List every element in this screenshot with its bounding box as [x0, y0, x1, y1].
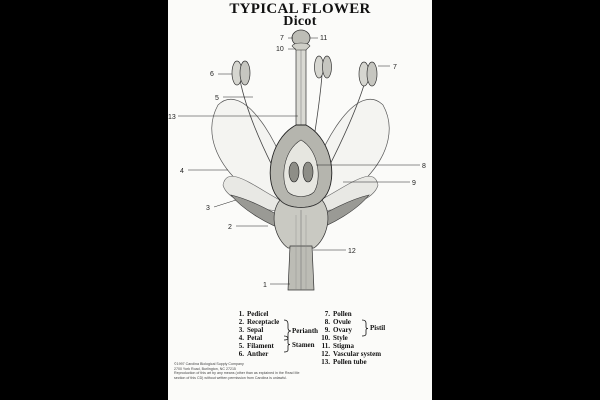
- group-label-stamen: Stamen: [292, 341, 315, 349]
- legend-item: 9.Ovary: [324, 326, 353, 334]
- ovule-left: [288, 161, 300, 183]
- callout-style: 10: [276, 46, 284, 53]
- copyright-line: Reproduction of this art by any means (o…: [174, 371, 300, 376]
- anther-left: [231, 60, 251, 86]
- callout-ovule: 8: [422, 163, 426, 170]
- legend-item: 10.Style: [321, 334, 348, 342]
- legend-item: 7.Pollen: [324, 310, 352, 318]
- legend-left: 1.Pedicel 2.Receptacle 3.Sepal 4.Petal 5…: [232, 310, 280, 358]
- diagram-sheet: TYPICAL FLOWER Dicot: [168, 0, 432, 400]
- legend-item: 3.Sepal: [238, 326, 264, 334]
- legend-item: 1.Pedicel: [238, 310, 269, 318]
- legend-item: 12.Vascular system: [321, 350, 382, 358]
- callout-receptacle: 2: [228, 224, 232, 231]
- anther-center: [314, 55, 332, 79]
- legend-item: 8.Ovule: [324, 318, 351, 326]
- group-label-pistil: Pistil: [370, 324, 386, 332]
- callout-vascular: 12: [348, 248, 356, 255]
- brace-stamen: [283, 335, 291, 353]
- anther-right: [358, 61, 378, 87]
- legend-item: 2.Receptacle: [238, 318, 280, 326]
- copyright-line: section of this CD) without written perm…: [174, 375, 288, 380]
- callout-filament: 5: [215, 95, 219, 102]
- diagram-title: TYPICAL FLOWER: [229, 1, 371, 17]
- callout-ovary: 9: [412, 180, 416, 187]
- legend-item: 13.Pollen tube: [321, 358, 367, 366]
- brace-pistil: [361, 319, 369, 337]
- copyright-line: 2700 York Road, Burlington, NC 27215: [174, 366, 236, 371]
- group-label-perianth: Perianth: [292, 327, 319, 335]
- callout-petal: 4: [180, 168, 184, 175]
- legend-item: 5.Filament: [238, 342, 274, 350]
- legend-item: 4.Petal: [238, 334, 263, 342]
- legend-right: 7.Pollen 8.Ovule 9.Ovary 10.Style 11.Sti…: [318, 310, 381, 366]
- legend-item: 11.Stigma: [321, 342, 354, 350]
- ovule-right: [302, 161, 314, 183]
- copyright-line: ©1997 Carolina Biological Supply Company: [174, 362, 244, 366]
- callout-pollen-top: 7: [280, 35, 284, 42]
- legend-item: 6.Anther: [238, 350, 269, 358]
- callout-anther: 6: [210, 71, 214, 78]
- flower-illustration: 7 11 10 6 7 5 13 8 4 9 3 2 12 1: [168, 29, 426, 353]
- copyright-notice: ©1997 Carolina Biological Supply Company…: [174, 362, 426, 380]
- callout-pollen-tube: 13: [168, 114, 176, 121]
- callout-pedicel: 1: [263, 282, 267, 289]
- diagram-subtitle: Dicot: [283, 14, 317, 29]
- callout-sepal: 3: [206, 205, 210, 212]
- callout-pollen-right: 7: [393, 64, 397, 71]
- callout-stigma: 11: [320, 35, 327, 42]
